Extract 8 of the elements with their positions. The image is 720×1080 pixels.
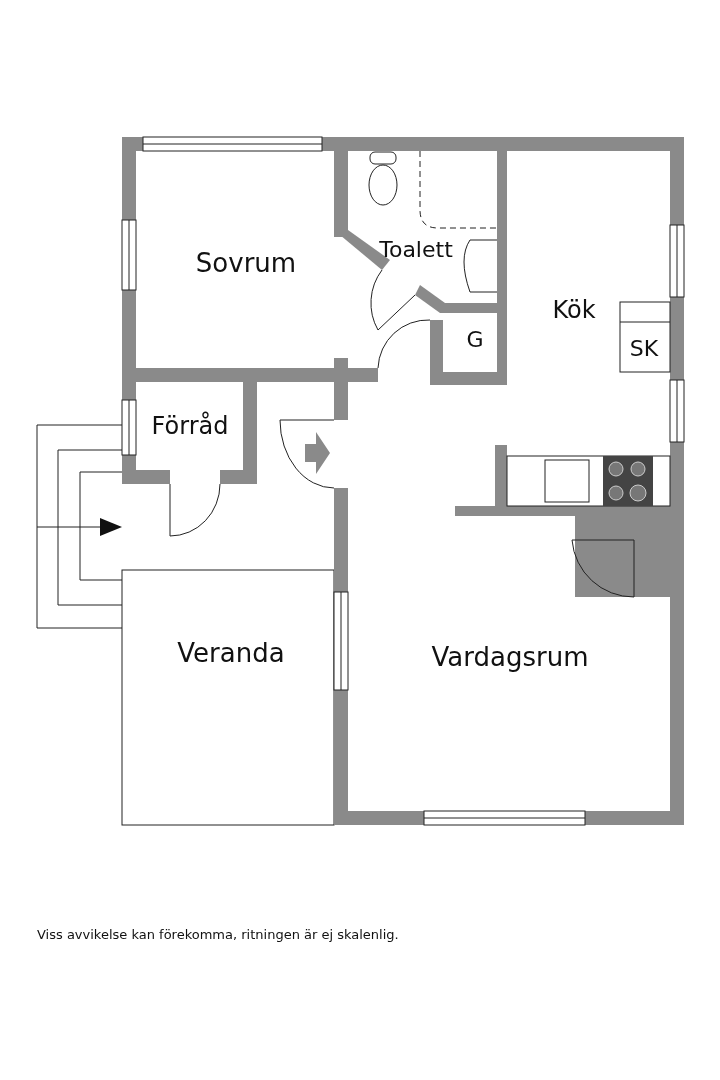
room-label: Veranda bbox=[177, 640, 285, 666]
room-label: Kök bbox=[552, 298, 596, 322]
room-label: G bbox=[466, 329, 484, 351]
room-label: SK bbox=[629, 338, 659, 360]
room-label: Sovrum bbox=[195, 250, 297, 276]
room-label: Toalett bbox=[379, 239, 453, 261]
caption: Viss avvikelse kan förekomma, ritningen är ej skalenlig. bbox=[37, 927, 399, 942]
room-label: Vardagsrum bbox=[431, 644, 589, 670]
